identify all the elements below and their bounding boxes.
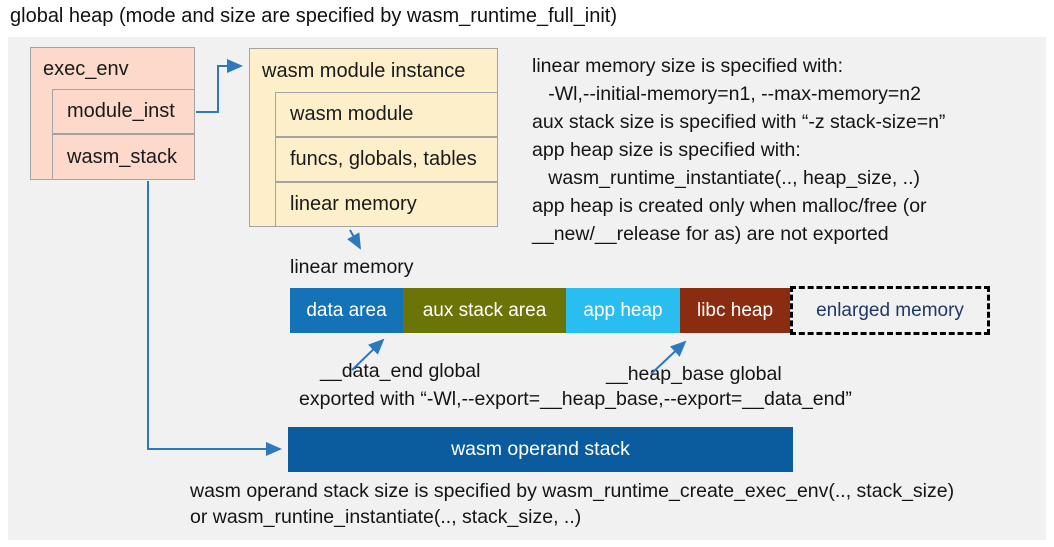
- export-flags-label: exported with “-Wl,--export=__heap_base,…: [299, 388, 852, 410]
- note-line: linear memory size is specified with:: [532, 55, 844, 77]
- memory-size-notes: linear memory size is specified with: -W…: [532, 52, 945, 248]
- wasm-operand-stack-box: wasm operand stack: [288, 427, 793, 472]
- segment-aux-stack-area: aux stack area: [403, 288, 566, 333]
- instance-row-wasm-module: wasm module: [275, 92, 498, 137]
- segment-app-heap: app heap: [566, 288, 680, 333]
- linear-memory-label: linear memory: [290, 256, 414, 278]
- exec-env-header: exec_env: [43, 57, 129, 80]
- note-line: app heap size is specified with:: [532, 139, 801, 161]
- segment-enlarged-memory: enlarged memory: [790, 286, 990, 335]
- data-end-global-label: __data_end global: [320, 360, 481, 382]
- segment-data-area: data area: [290, 288, 403, 333]
- note-line: wasm operand stack size is specified by …: [190, 480, 955, 502]
- note-line: aux stack size is specified with “-z sta…: [532, 111, 946, 133]
- note-line: -Wl,--initial-memory=n1, --max-memory=n2: [532, 83, 921, 105]
- instance-row-funcs-globals-tables: funcs, globals, tables: [275, 137, 498, 182]
- note-line: __new/__release for as) are not exported: [532, 223, 889, 245]
- exec-env-row-wasm-stack: wasm_stack: [52, 134, 195, 180]
- note-line: wasm_runtime_instantiate(.., heap_size, …: [532, 167, 921, 189]
- heap-base-global-label: __heap_base global: [606, 363, 782, 385]
- exec-env-row-module-inst: module_inst: [52, 89, 195, 134]
- diagram-title: global heap (mode and size are specified…: [10, 5, 617, 27]
- wasm-module-instance-header: wasm module instance: [262, 59, 466, 82]
- instance-row-linear-memory: linear memory: [275, 182, 498, 227]
- note-line: or wasm_runtine_instantiate(.., stack_si…: [190, 506, 582, 528]
- segment-libc-heap: libc heap: [680, 288, 790, 333]
- note-line: app heap is created only when malloc/fre…: [532, 195, 927, 217]
- operand-stack-notes: wasm operand stack size is specified by …: [190, 478, 954, 530]
